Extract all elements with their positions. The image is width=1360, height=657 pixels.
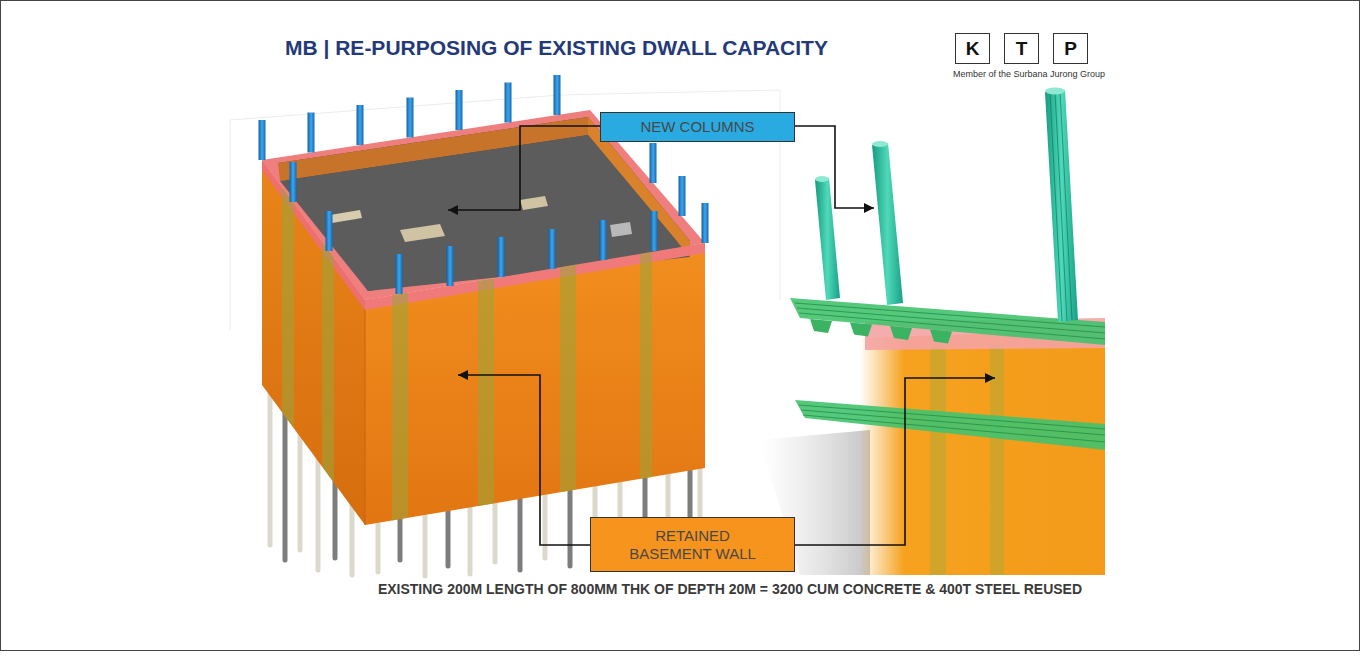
column-top — [1045, 88, 1065, 95]
new-column — [650, 143, 657, 183]
slide-caption: EXISTING 200M LENGTH OF 800MM THK OF DEP… — [374, 580, 1086, 598]
new-column — [396, 254, 403, 294]
new-column — [456, 90, 463, 130]
slab-rib — [810, 319, 832, 333]
new-column — [498, 237, 505, 277]
leader-arrow — [795, 126, 874, 208]
slide-title: MB | RE-PURPOSING OF EXISTING DWALL CAPA… — [285, 36, 828, 60]
slab-rib — [850, 322, 872, 336]
logo-letter-box: K — [955, 33, 990, 64]
new-column — [505, 83, 512, 123]
new-column — [357, 105, 364, 145]
new-column — [651, 211, 658, 251]
basement-slab-section — [795, 400, 1105, 450]
new-column — [554, 75, 561, 115]
column-top — [815, 176, 829, 182]
wall-panel-joint — [478, 278, 494, 506]
capping-beam — [262, 160, 365, 310]
wall-panel-joint — [560, 265, 576, 493]
column-top — [872, 141, 888, 147]
wall-corner-edge — [365, 300, 366, 525]
logo-tagline: Member of the Surbana Jurong Group — [953, 69, 1105, 79]
new-column — [549, 229, 556, 269]
new-column — [600, 220, 607, 260]
new-column — [326, 211, 333, 251]
basement-slab — [280, 135, 690, 291]
new-column — [407, 98, 414, 138]
wall-panel-joint — [282, 187, 294, 428]
new-column — [679, 176, 686, 216]
new-column — [447, 246, 454, 286]
leader-arrow — [458, 375, 590, 545]
leader-arrow — [448, 126, 600, 210]
new-column — [1045, 90, 1078, 322]
new-column — [815, 178, 840, 300]
logo-letter-box: T — [1004, 33, 1039, 64]
leader-arrow — [795, 378, 995, 545]
new-column — [872, 143, 903, 305]
retained-wall-section — [860, 330, 1105, 575]
slab-rebar — [799, 405, 1105, 442]
wall-panel-joint — [322, 242, 334, 483]
node-text: NEW COLUMNS — [640, 118, 754, 136]
callout-box: RETAINED BASEMENT WALL — [590, 517, 795, 572]
capping-beam — [365, 243, 705, 310]
logo-letter-box: P — [1053, 33, 1088, 64]
slab-opening — [610, 222, 632, 237]
node-text: T — [1016, 38, 1028, 60]
callout-box: NEW COLUMNS — [600, 112, 795, 142]
column-rebar — [1050, 91, 1072, 321]
node-text: RETAINED BASEMENT WALL — [623, 527, 763, 563]
wall-panel-joint — [930, 345, 946, 575]
node-text: K — [966, 38, 980, 60]
wall-panel-joint — [392, 293, 408, 521]
new-column — [702, 203, 709, 243]
slab-opening — [330, 210, 362, 223]
pile — [268, 380, 273, 545]
new-column — [259, 120, 266, 160]
slab-rib — [930, 330, 952, 344]
new-column — [290, 162, 297, 202]
slab-opening — [520, 196, 548, 210]
new-column — [308, 113, 315, 153]
slab-rib — [890, 326, 912, 340]
node-text: P — [1064, 38, 1077, 60]
slab-opening — [400, 224, 445, 242]
wall-panel-joint — [640, 252, 652, 479]
